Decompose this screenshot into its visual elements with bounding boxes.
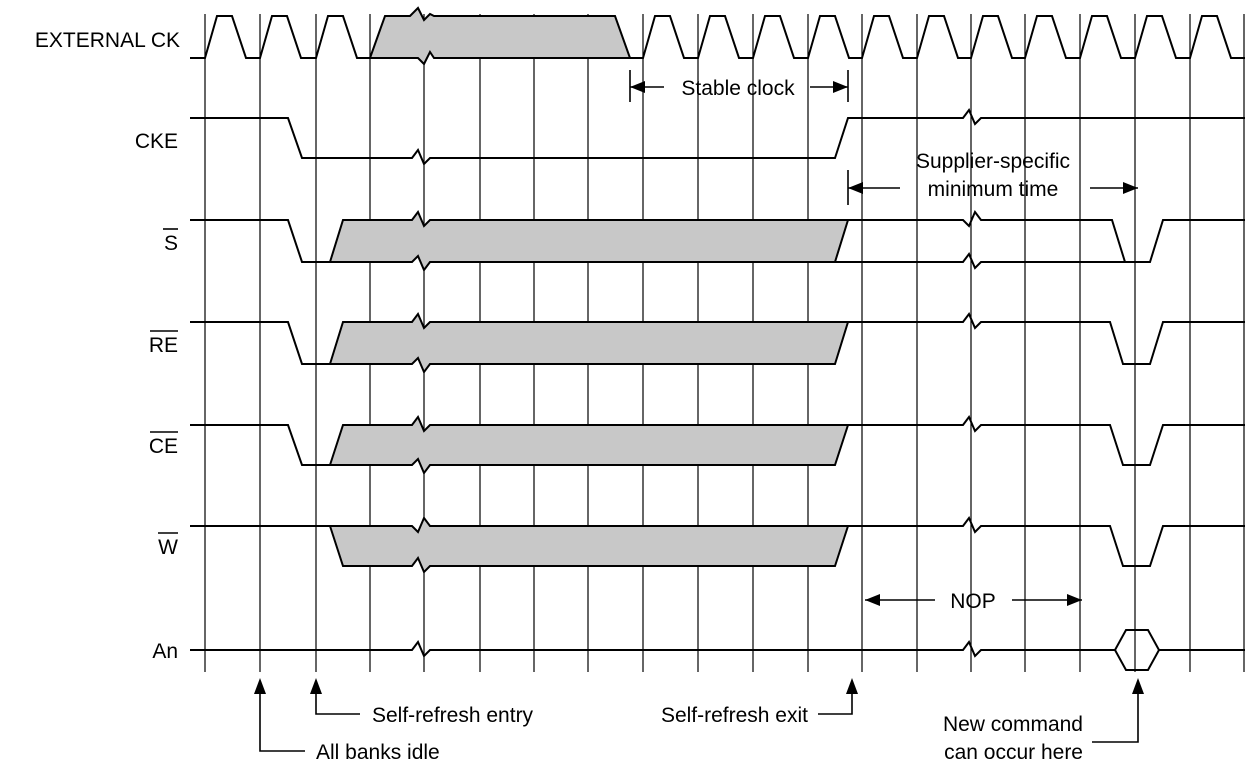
signal-labels: EXTERNAL CK CKE S RE CE W An	[35, 29, 180, 663]
all-banks-idle-callout: All banks idle	[254, 678, 440, 764]
label-s: S	[164, 232, 178, 255]
nop-marker: NOP	[865, 590, 1082, 613]
supplier-minimum-time-marker: Supplier-specific minimum time	[847, 150, 1138, 205]
label-an: An	[152, 640, 178, 663]
label-external-ck: EXTERNAL CK	[35, 29, 180, 52]
an-waveform	[190, 629, 1245, 671]
new-command-callout: New command can occur here	[943, 678, 1144, 764]
label-w: W	[158, 536, 178, 559]
w-waveform	[190, 516, 1245, 574]
label-ce: CE	[149, 435, 178, 458]
new-command-label: New command	[943, 713, 1083, 736]
re-waveform	[190, 312, 1245, 374]
ce-waveform	[190, 415, 1245, 475]
nop-label: NOP	[950, 590, 996, 613]
clock-grid-lines	[204, 14, 1245, 672]
self-refresh-entry-callout: Self-refresh entry	[310, 678, 534, 727]
label-re: RE	[149, 334, 178, 357]
label-cke: CKE	[135, 130, 178, 153]
all-banks-idle-label: All banks idle	[316, 741, 440, 764]
self-refresh-exit-label: Self-refresh exit	[661, 704, 808, 727]
s-waveform	[190, 210, 1245, 272]
waveforms	[190, 6, 1245, 671]
stable-clock-marker: Stable clock	[629, 70, 849, 102]
minimum-time-label: minimum time	[928, 178, 1059, 201]
cke-waveform	[190, 108, 1245, 166]
self-refresh-exit-callout: Self-refresh exit	[661, 678, 858, 727]
can-occur-here-label: can occur here	[944, 741, 1083, 764]
stable-clock-label: Stable clock	[681, 77, 795, 100]
external-ck-waveform	[190, 6, 1245, 66]
self-refresh-entry-label: Self-refresh entry	[372, 704, 534, 727]
supplier-specific-label: Supplier-specific	[916, 150, 1070, 173]
